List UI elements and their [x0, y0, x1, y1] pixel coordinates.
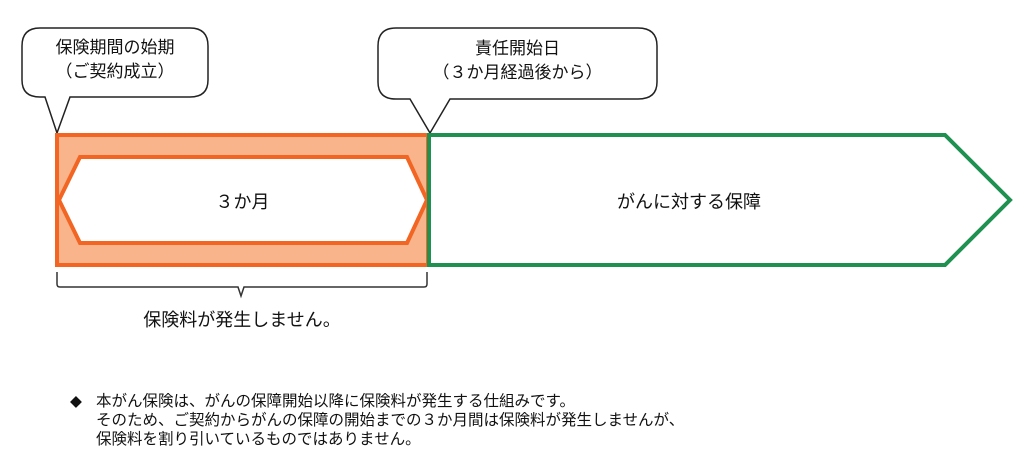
note: ◆ 本がん保険は、がんの保障開始以降に保険料が発生する仕組みです。 そのため、ご契… — [70, 392, 684, 449]
callout-coverage-line2: （３か月経過後から） — [432, 63, 603, 83]
callout-start-line2: （ご契約成立） — [55, 62, 175, 82]
callout-start-bubble — [21, 27, 209, 136]
bracket-label: 保険料が発生しません。 — [143, 310, 341, 331]
note-line: 保険料を割り引いているものではありません。 — [96, 430, 421, 448]
coverage-label: がんに対する保障 — [617, 192, 761, 213]
callout-start-line1: 保険期間の始期 — [55, 38, 175, 58]
note-line: 本がん保険は、がんの保障開始以降に保険料が発生する仕組みです。 — [96, 392, 575, 410]
bracket — [56, 272, 428, 299]
callout-coverage-start: 責任開始日 （３か月経過後から） — [378, 37, 657, 85]
callout-coverage-bubble — [377, 27, 658, 135]
callout-coverage-line1: 責任開始日 — [475, 39, 560, 59]
waiting-period-hexagon — [56, 155, 430, 245]
callout-start: 保険期間の始期 （ご契約成立） — [22, 36, 208, 84]
diamond-bullet-icon: ◆ — [70, 392, 82, 410]
note-line: そのため、ご契約からがんの保障の開始までの３か月間は保険料が発生しませんが、 — [96, 411, 685, 429]
coverage-arrow — [427, 133, 1013, 267]
waiting-period-label: ３か月 — [215, 192, 270, 213]
